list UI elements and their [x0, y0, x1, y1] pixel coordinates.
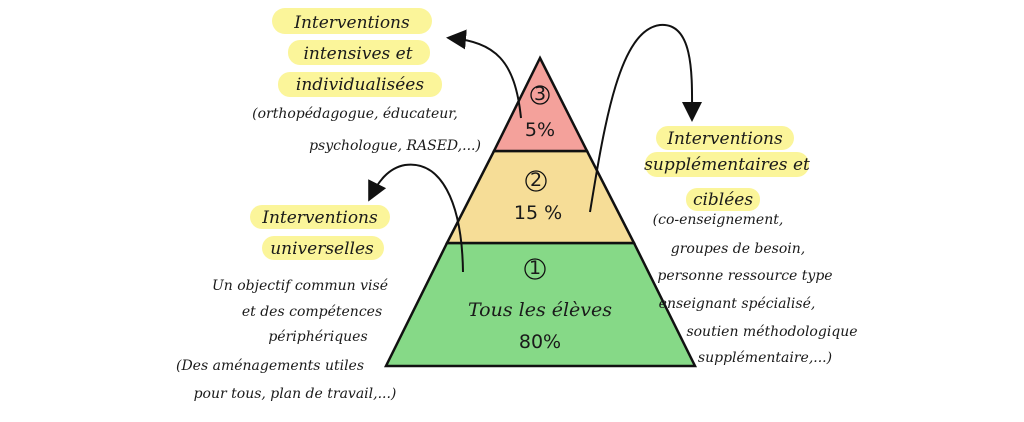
level-3-number: 3	[534, 83, 546, 105]
universal-title-line: Interventions	[261, 208, 378, 228]
supplementary-desc-line: enseignant spécialisé,	[659, 296, 816, 312]
universal-desc-line: périphériques	[268, 329, 367, 345]
highlight	[262, 236, 384, 260]
highlight	[288, 40, 430, 65]
intensive-title-line: Interventions	[293, 13, 410, 33]
supplementary-desc-line: groupes de besoin,	[671, 241, 805, 257]
highlight	[250, 205, 390, 229]
supplementary-desc-line: soutien méthodologique	[686, 324, 857, 340]
supplementary-desc-line: personne ressource type	[657, 268, 832, 284]
level-2-percent: 15 %	[514, 202, 562, 224]
highlight	[656, 126, 794, 150]
supplementary-desc-line: supplémentaire,...)	[698, 350, 832, 366]
supplementary-title-line: Interventions	[666, 129, 783, 149]
arrow-to-supplementary	[589, 23, 703, 213]
highlight	[278, 72, 442, 97]
level-3-percent: 5%	[525, 119, 555, 141]
pyramid-level-2	[444, 149, 637, 245]
level-2-number-circle	[525, 170, 547, 192]
universal-desc-line: Un objectif commun visé	[212, 278, 388, 294]
arrow-to-intensive	[446, 29, 522, 119]
level-1-label: Tous les élèves	[468, 299, 612, 321]
intensive-title-line: individualisées	[296, 75, 424, 95]
highlight	[272, 8, 432, 34]
intensive-title-line: intensives et	[303, 44, 412, 64]
level-2-number: 2	[530, 169, 542, 191]
level-1-number: 1	[529, 257, 541, 279]
universal-desc-line: et des compétences	[242, 304, 382, 320]
arrow-to-universal	[368, 163, 464, 273]
level-1-number-circle	[524, 258, 546, 280]
level-1-percent: 80%	[519, 331, 561, 353]
highlight	[645, 152, 809, 177]
universal-desc-line: (Des aménagements utiles	[176, 358, 364, 374]
intensive-desc-line: psychologue, RASED,...)	[309, 138, 481, 154]
supplementary-desc-line: (co-enseignement,	[653, 212, 784, 228]
intensive-desc-line: (orthopédagogue, éducateur,	[252, 106, 458, 122]
universal-desc-line: pour tous, plan de travail,...)	[194, 386, 397, 402]
supplementary-title-line: supplémentaires et	[644, 155, 810, 175]
level-3-number-circle	[530, 85, 550, 105]
supplementary-title-line: ciblées	[693, 190, 753, 210]
universal-title-line: universelles	[270, 239, 374, 259]
highlight	[686, 188, 760, 211]
